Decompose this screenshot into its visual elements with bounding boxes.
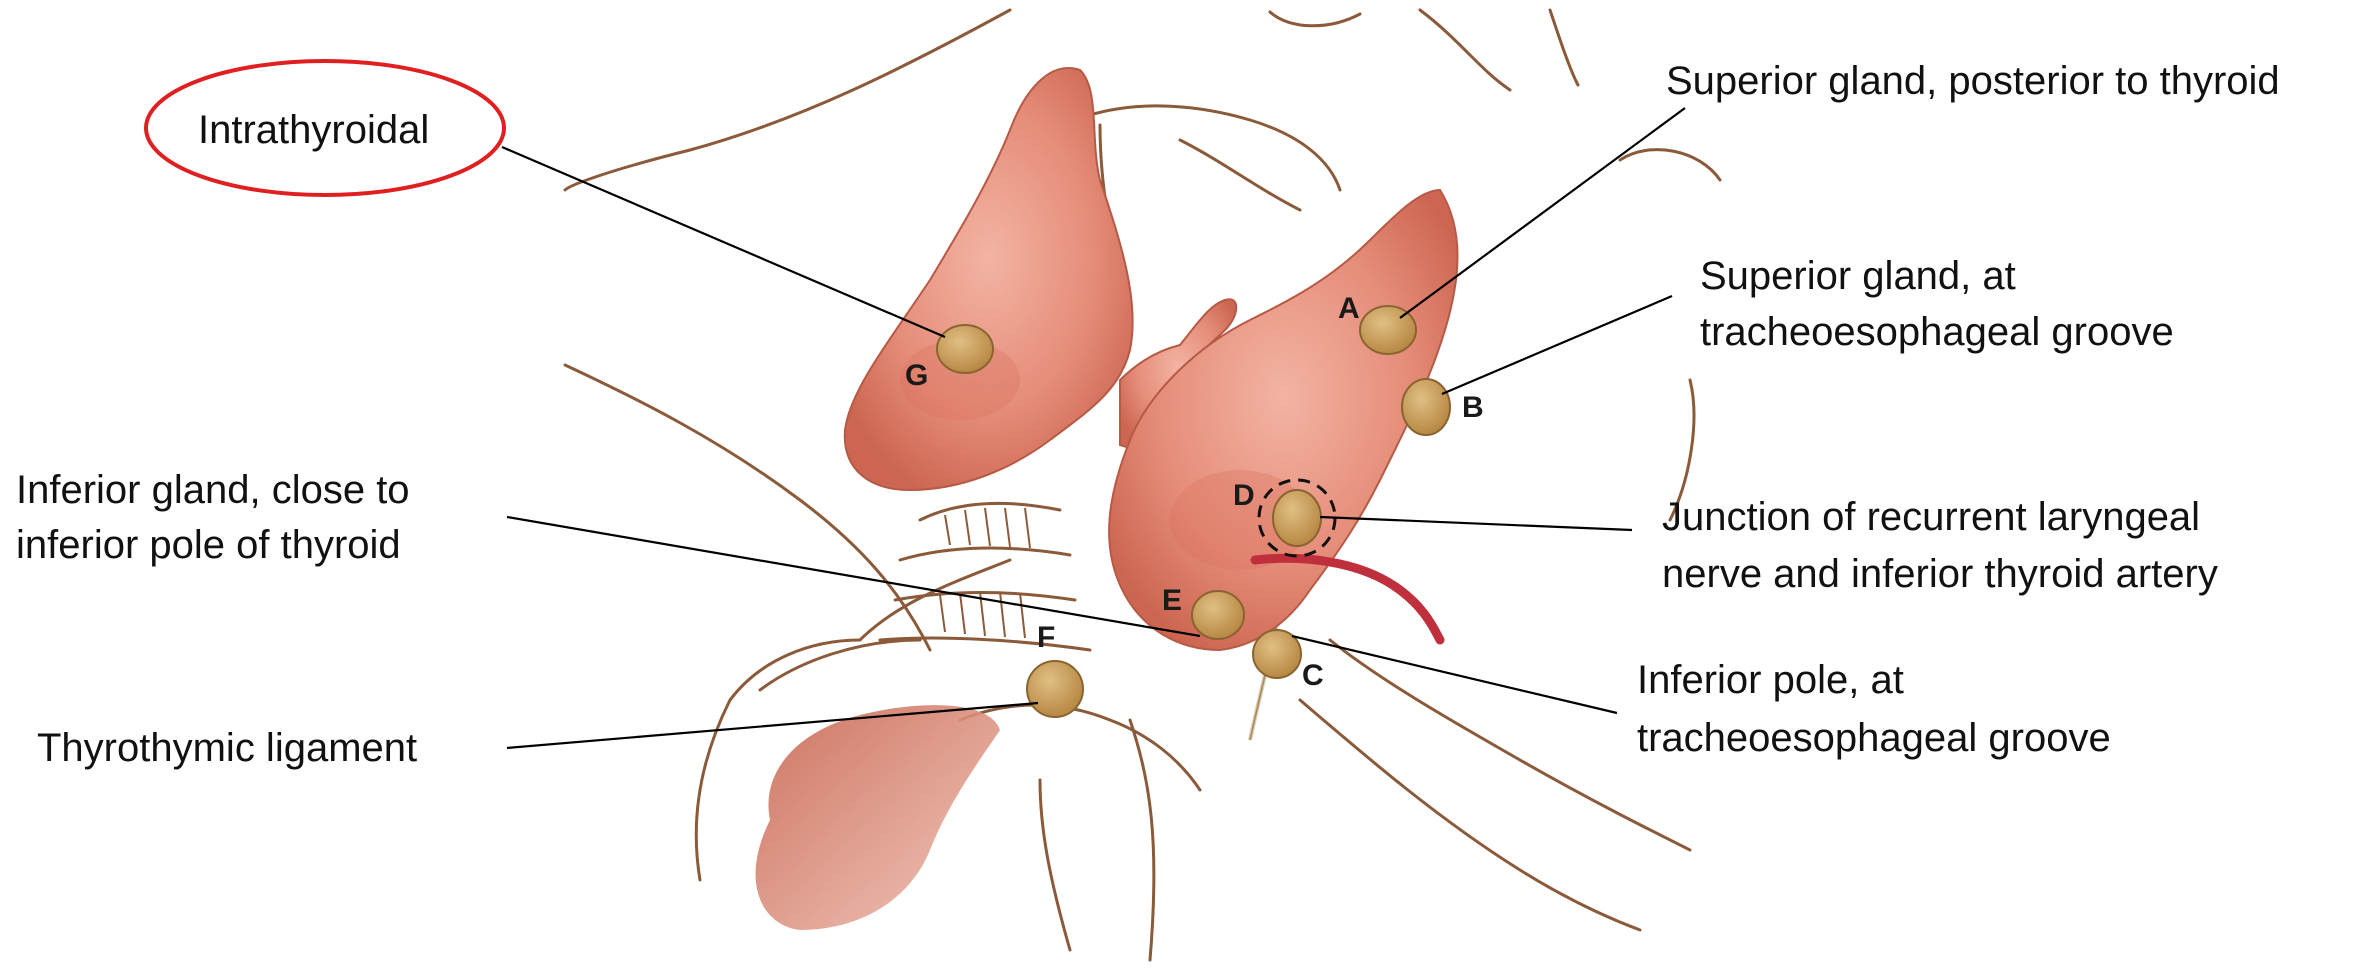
marker-f: F: [1037, 621, 1055, 654]
callout-f-line-1: Thyrothymic ligament: [37, 726, 417, 770]
thymus: [756, 705, 1000, 930]
callout-c-line-2: tracheoesophageal groove: [1637, 716, 2111, 760]
callout-b-line-2: tracheoesophageal groove: [1700, 310, 2174, 354]
marker-e: E: [1162, 584, 1182, 617]
leader-d: [1320, 517, 1632, 530]
thyroid-gland: [845, 68, 1458, 650]
gland-d: [1273, 490, 1321, 546]
gland-e: [1192, 591, 1244, 639]
leader-e: [507, 517, 1200, 636]
callout-d-line-1: Junction of recurrent laryngeal: [1662, 495, 2200, 539]
leader-c: [1292, 636, 1617, 713]
marker-c: C: [1302, 659, 1324, 692]
gland-b: [1402, 379, 1450, 435]
callout-d-line-2: nerve and inferior thyroid artery: [1662, 552, 2218, 596]
callout-c-line-1: Inferior pole, at: [1637, 658, 1904, 702]
callout-a-line-1: Superior gland, posterior to thyroid: [1666, 59, 2280, 103]
marker-b: B: [1462, 391, 1484, 424]
callout-e-line-2: inferior pole of thyroid: [16, 523, 401, 567]
leader-g: [502, 147, 945, 337]
marker-a: A: [1338, 292, 1360, 325]
callout-b-line-1: Superior gland, at: [1700, 254, 2016, 298]
gland-f: [1027, 661, 1083, 717]
callout-g-line-1: Intrathyroidal: [198, 108, 429, 152]
leader-b: [1442, 296, 1672, 394]
gland-g: [937, 325, 993, 373]
callout-e-line-1: Inferior gland, close to: [16, 468, 410, 512]
marker-g: G: [905, 359, 928, 392]
marker-d: D: [1233, 479, 1255, 512]
